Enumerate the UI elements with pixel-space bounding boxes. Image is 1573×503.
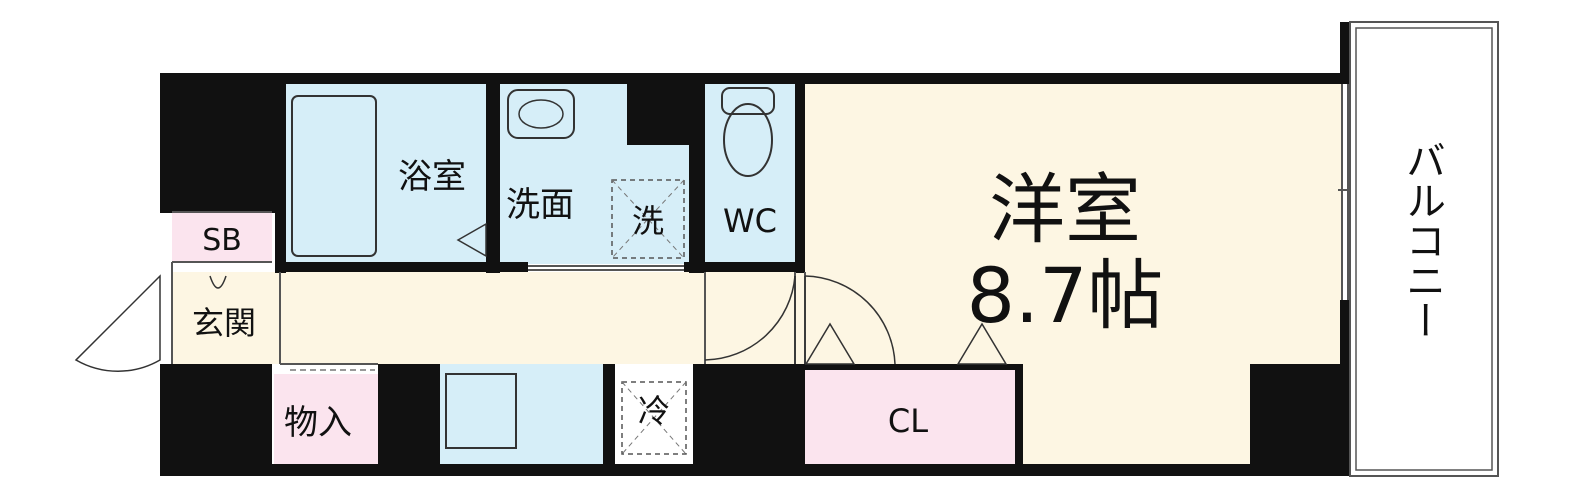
bath-label: 浴室 (398, 157, 466, 197)
closet-door-icon (956, 322, 1008, 365)
closet-floor (805, 370, 1015, 464)
bath-floor (286, 84, 486, 262)
thin-lines (171, 84, 1352, 365)
basin-bowl-icon (518, 99, 564, 129)
washbasin-icon (507, 89, 575, 139)
shoebox-label: SB (202, 223, 242, 258)
balcony-inner (1355, 27, 1493, 471)
entrance-floor (172, 272, 280, 364)
toilet-tank-icon (721, 87, 775, 115)
toilet-bowl-icon (723, 103, 773, 177)
shoebox-floor (172, 212, 272, 262)
sink-icon (445, 373, 517, 449)
door-swings (74, 274, 896, 373)
fridge-space-icon (621, 381, 687, 455)
fridge-label: 冷 (638, 392, 670, 430)
storage-label: 物入 (284, 403, 352, 443)
balcony-frame (1349, 21, 1499, 477)
balcony-label: バルコニー (1399, 140, 1445, 340)
closet-door-icon (804, 322, 856, 365)
wc-label: WC (723, 202, 777, 240)
washroom-label: 洗面 (506, 185, 574, 225)
hallway-floor (280, 272, 805, 364)
step-mark-icon (209, 275, 227, 289)
washer-label: 洗 (632, 202, 664, 240)
western-room-label: 洋室 (989, 165, 1141, 254)
western-room-size: 8.7帖 (967, 251, 1164, 340)
bathtub-icon (291, 95, 377, 257)
fridge-diagonal (621, 381, 687, 455)
bath-door-icon (456, 222, 487, 258)
storage-floor (274, 374, 378, 464)
entrance-label: 玄関 (192, 304, 256, 342)
closet-label: CL (888, 402, 928, 440)
washer-space-icon (611, 179, 685, 259)
walls (160, 22, 1362, 476)
